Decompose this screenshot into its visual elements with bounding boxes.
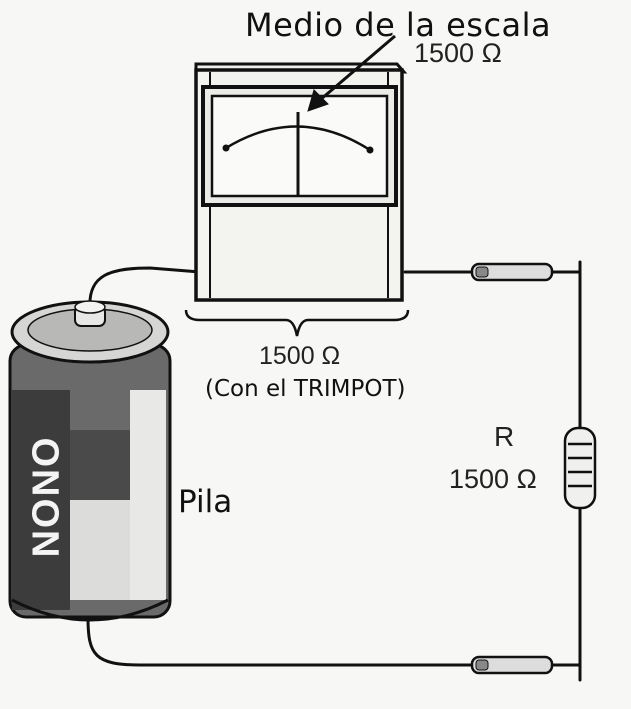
meter-scale-right-dot bbox=[366, 146, 374, 154]
meter-resistance-label: 1500 Ω bbox=[259, 342, 341, 370]
wire-battery-bottom bbox=[86, 616, 474, 667]
scale-middle-label: Medio de la escala bbox=[245, 6, 552, 44]
resistor-name-label: R bbox=[494, 421, 515, 452]
wires bbox=[86, 260, 582, 682]
battery-wrap-dark bbox=[12, 390, 70, 610]
battery-bottom-edge bbox=[11, 598, 169, 622]
battery-brand-text: ONON bbox=[23, 437, 66, 559]
scale-arrow-head bbox=[307, 89, 329, 112]
meter bbox=[194, 34, 408, 302]
probe-top bbox=[470, 262, 554, 282]
resistor-value-label: 1500 Ω bbox=[449, 464, 537, 494]
resistor bbox=[563, 426, 597, 510]
meter-reading-label: 1500 Ω bbox=[414, 38, 502, 68]
meter-scale-left-dot bbox=[222, 144, 230, 152]
battery-wrap-light-2 bbox=[70, 500, 130, 600]
battery bbox=[8, 300, 172, 622]
wire-battery-to-meter bbox=[88, 266, 202, 310]
trimpot-note-label: (Con el TRIMPOT) bbox=[205, 376, 406, 402]
scale-arrow-line bbox=[319, 34, 396, 102]
battery-wrap-light bbox=[130, 390, 166, 600]
probe-bottom bbox=[470, 655, 554, 675]
meter-brace bbox=[184, 309, 410, 337]
battery-label: Pila bbox=[178, 484, 233, 520]
